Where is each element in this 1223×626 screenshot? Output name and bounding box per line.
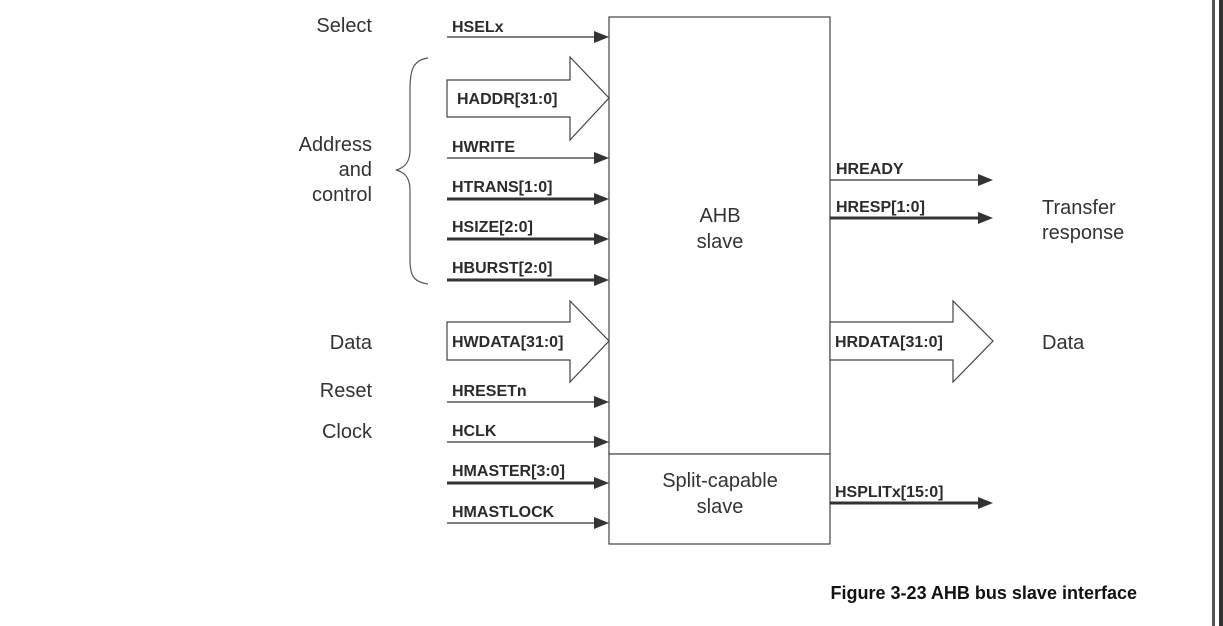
group-label-transfer-line1: Transfer xyxy=(1042,197,1116,219)
split-slave-label-line2: slave xyxy=(697,496,744,518)
address-control-brace xyxy=(395,57,429,285)
signal-label-hready: HREADY xyxy=(836,161,904,178)
signal-hwrite: HWRITE xyxy=(447,139,609,164)
signal-label-hmastlock: HMASTLOCK xyxy=(452,504,555,521)
ahb-slave-label-line2: slave xyxy=(697,231,744,253)
ahb-slave-block xyxy=(608,16,831,455)
signal-label-hsize: HSIZE[2:0] xyxy=(452,219,533,236)
signal-label-hrdata: HRDATA[31:0] xyxy=(835,334,943,351)
group-label-clock: Clock xyxy=(322,421,373,443)
group-label-address-line2: and xyxy=(339,159,372,181)
signal-label-hwdata: HWDATA[31:0] xyxy=(452,334,563,351)
signal-hmastlock: HMASTLOCK xyxy=(447,504,609,529)
ahb-slave-label-line1: AHB xyxy=(699,205,740,227)
figure-caption: Figure 3-23 AHB bus slave interface xyxy=(831,583,1137,603)
group-label-transfer-line2: response xyxy=(1042,222,1124,244)
signal-htrans: HTRANS[1:0] xyxy=(447,179,609,205)
group-label-address-line1: Address xyxy=(299,134,372,156)
group-label-select: Select xyxy=(316,15,372,37)
signal-label-hclk: HCLK xyxy=(452,423,497,440)
signal-hmaster: HMASTER[3:0] xyxy=(447,463,609,489)
signal-label-htrans: HTRANS[1:0] xyxy=(452,179,552,196)
signal-hsize: HSIZE[2:0] xyxy=(447,219,609,245)
signal-hselx: HSELx xyxy=(447,19,609,43)
group-label-data-out: Data xyxy=(1042,332,1085,354)
group-label-reset: Reset xyxy=(320,380,373,402)
signal-label-hmaster: HMASTER[3:0] xyxy=(452,463,565,480)
signal-hrdata: HRDATA[31:0] xyxy=(829,299,994,384)
signal-hclk: HCLK xyxy=(447,423,609,448)
signal-hresp: HRESP[1:0] xyxy=(830,199,993,224)
signal-label-hwrite: HWRITE xyxy=(452,139,515,156)
signal-haddr: HADDR[31:0] xyxy=(446,55,610,142)
signal-hburst: HBURST[2:0] xyxy=(447,260,609,286)
page-edge-bar xyxy=(1212,0,1215,626)
group-label-data-in: Data xyxy=(330,332,373,354)
signal-hready: HREADY xyxy=(830,161,993,186)
signal-label-hburst: HBURST[2:0] xyxy=(452,260,552,277)
signal-label-hsplitx: HSPLITx[15:0] xyxy=(835,484,943,501)
signal-label-hresetn: HRESETn xyxy=(452,383,527,400)
group-label-address-line3: control xyxy=(312,184,372,206)
signal-hsplitx: HSPLITx[15:0] xyxy=(830,484,993,509)
split-slave-label-line1: Split-capable xyxy=(662,470,778,492)
split-capable-slave-block xyxy=(608,453,831,545)
signal-label-hselx: HSELx xyxy=(452,19,504,36)
signal-label-haddr: HADDR[31:0] xyxy=(457,91,557,108)
signal-label-hresp: HRESP[1:0] xyxy=(836,199,925,216)
signal-hresetn: HRESETn xyxy=(447,383,609,408)
signal-hwdata: HWDATA[31:0] xyxy=(446,299,610,384)
page-edge-bar-outer xyxy=(1219,0,1223,626)
